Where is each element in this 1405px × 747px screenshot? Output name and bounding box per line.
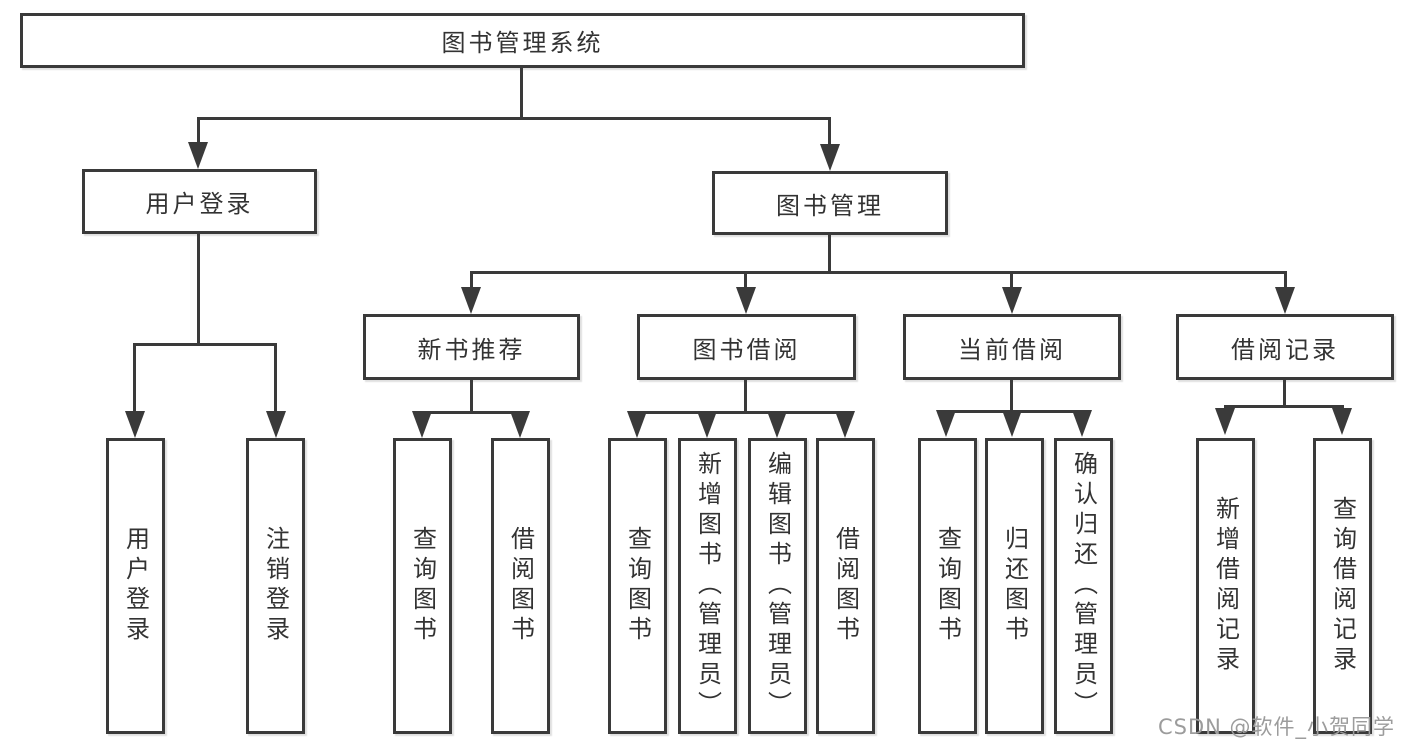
leaf-label: 借阅图书: [831, 526, 860, 646]
leaf-confirm-return-admin: 确认归还（管理员）: [1054, 438, 1113, 734]
arrowhead-down-icon: [835, 411, 855, 438]
connector-line: [828, 117, 831, 148]
arrowhead-down-icon: [412, 411, 432, 438]
leaf-label: 归还图书: [1000, 526, 1029, 646]
arrowhead-down-icon: [461, 287, 481, 314]
connector-line: [1224, 405, 1344, 408]
connector-line: [133, 343, 136, 415]
leaf-user-login: 用户登录: [106, 438, 165, 734]
connector-line: [744, 380, 747, 413]
node-book-borrowing: 图书借阅: [637, 314, 856, 380]
connector-line: [744, 271, 747, 290]
leaf-query-borrow-record: 查询借阅记录: [1313, 438, 1372, 734]
arrowhead-down-icon: [1072, 410, 1092, 437]
leaf-label: 查询图书: [623, 526, 652, 646]
node-new-book-recommendation: 新书推荐: [363, 314, 580, 380]
arrowhead-down-icon: [1002, 410, 1022, 437]
leaf-query-books-borrow: 查询图书: [608, 438, 667, 734]
node-library-management-system: 图书管理系统: [20, 13, 1025, 68]
connector-line: [274, 343, 277, 415]
arrowhead-down-icon: [697, 411, 717, 438]
csdn-watermark: CSDN @软件_小贺同学: [1158, 715, 1396, 739]
arrowhead-down-icon: [1275, 287, 1295, 314]
arrowhead-down-icon: [736, 287, 756, 314]
connector-line: [470, 380, 473, 414]
arrowhead-down-icon: [1002, 287, 1022, 314]
connector-line: [636, 411, 846, 414]
leaf-query-books-current: 查询图书: [918, 438, 977, 734]
connector-line: [1284, 271, 1287, 290]
leaf-add-book-admin: 新增图书（管理员）: [678, 438, 737, 734]
connector-line: [197, 117, 831, 120]
leaf-label: 查询借阅记录: [1328, 496, 1357, 676]
connector-line: [133, 343, 277, 346]
connector-line: [421, 411, 521, 414]
leaf-logout: 注销登录: [246, 438, 305, 734]
connector-line: [828, 235, 831, 273]
leaf-label: 新增图书（管理员）: [693, 451, 722, 721]
connector-line: [1283, 380, 1286, 408]
node-book-management: 图书管理: [712, 171, 948, 235]
arrowhead-down-icon: [820, 144, 840, 171]
leaf-query-books-recommend: 查询图书: [393, 438, 452, 734]
leaf-label: 注销登录: [261, 526, 290, 646]
leaf-label: 查询图书: [933, 526, 962, 646]
connector-line: [197, 117, 200, 146]
arrowhead-down-icon: [627, 411, 647, 438]
leaf-label: 用户登录: [121, 526, 150, 646]
leaf-label: 编辑图书（管理员）: [763, 451, 792, 721]
connector-line: [470, 271, 1287, 274]
arrowhead-down-icon: [1332, 408, 1352, 435]
arrowhead-down-icon: [510, 411, 530, 438]
leaf-add-borrow-record: 新增借阅记录: [1196, 438, 1255, 734]
connector-line: [1010, 271, 1013, 290]
leaf-edit-book-admin: 编辑图书（管理员）: [748, 438, 807, 734]
leaf-borrow-books-recommend: 借阅图书: [491, 438, 550, 734]
leaf-label: 新增借阅记录: [1211, 496, 1240, 676]
node-user-login: 用户登录: [82, 169, 317, 234]
node-current-borrowing: 当前借阅: [903, 314, 1121, 380]
arrowhead-down-icon: [266, 411, 286, 438]
connector-line: [470, 271, 473, 290]
leaf-borrow-books: 借阅图书: [816, 438, 875, 734]
arrowhead-down-icon: [125, 411, 145, 438]
arrowhead-down-icon: [936, 410, 956, 437]
leaf-label: 确认归还（管理员）: [1069, 451, 1098, 721]
arrowhead-down-icon: [1215, 408, 1235, 435]
node-borrowing-records: 借阅记录: [1176, 314, 1394, 380]
leaf-label: 查询图书: [408, 526, 437, 646]
connector-line: [1010, 380, 1013, 413]
leaf-return-book: 归还图书: [985, 438, 1044, 734]
connector-line: [520, 68, 523, 120]
arrowhead-down-icon: [767, 411, 787, 438]
connector-line: [197, 234, 200, 346]
leaf-label: 借阅图书: [506, 526, 535, 646]
arrowhead-down-icon: [188, 142, 208, 169]
